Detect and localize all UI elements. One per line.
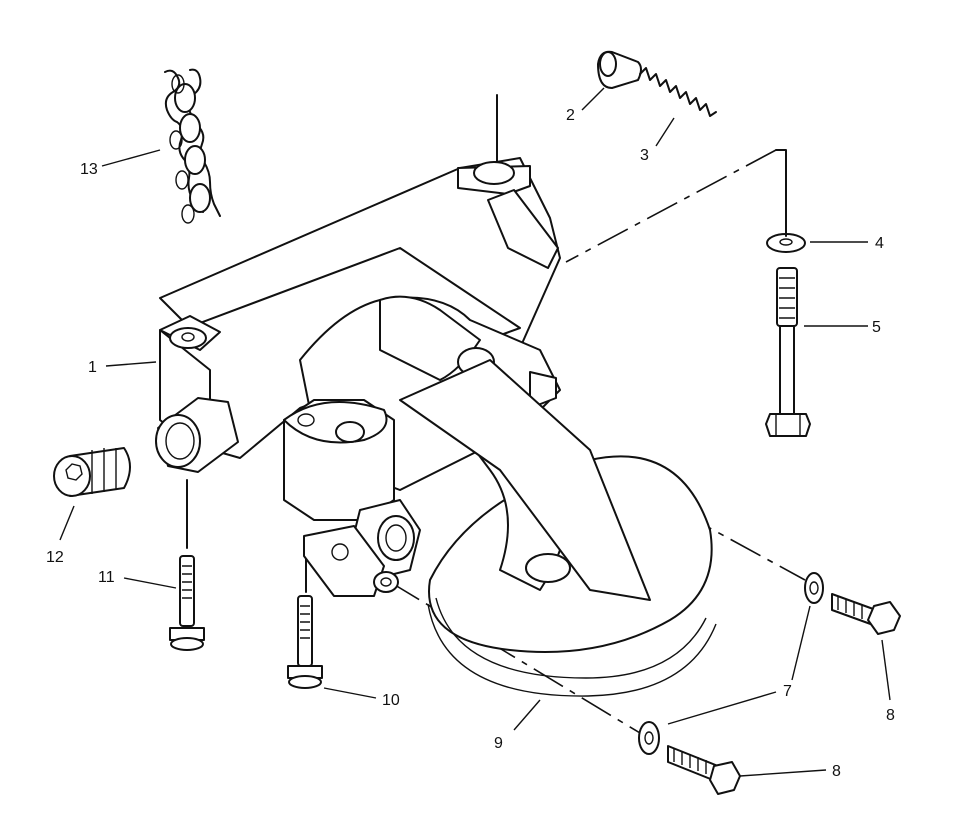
relief-spring (639, 67, 717, 117)
callout-3: 3 (640, 147, 649, 164)
washer-right (804, 572, 824, 604)
callout-11: 11 (98, 569, 115, 586)
callout-9: 9 (494, 735, 503, 752)
callout-leaders (59, 87, 891, 777)
relief-plunger (597, 50, 642, 89)
bolt-10 (287, 595, 323, 689)
oil-pump-body (155, 157, 561, 597)
callout-10: 10 (382, 692, 400, 709)
callout-12: 12 (46, 549, 64, 566)
stud-bolt (765, 267, 811, 437)
callout-13: 13 (80, 161, 98, 178)
callout-2: 2 (566, 107, 575, 124)
bolt-lower (667, 745, 741, 795)
callout-5: 5 (872, 319, 881, 336)
callout-8-right: 8 (886, 707, 895, 724)
bolt-11 (169, 555, 205, 651)
oil-strainer (399, 359, 717, 697)
washer-lower (638, 721, 660, 755)
drive-chain (164, 68, 221, 224)
bolt-right (831, 593, 901, 635)
callout-labels: 1 2 3 4 5 7 7 8 8 9 10 11 12 13 (46, 107, 895, 780)
callout-7-upper: 7 (783, 683, 792, 700)
callout-4: 4 (875, 235, 884, 252)
callout-8-lower: 8 (832, 763, 841, 780)
hex-plug (53, 447, 131, 497)
callout-1: 1 (88, 359, 97, 376)
